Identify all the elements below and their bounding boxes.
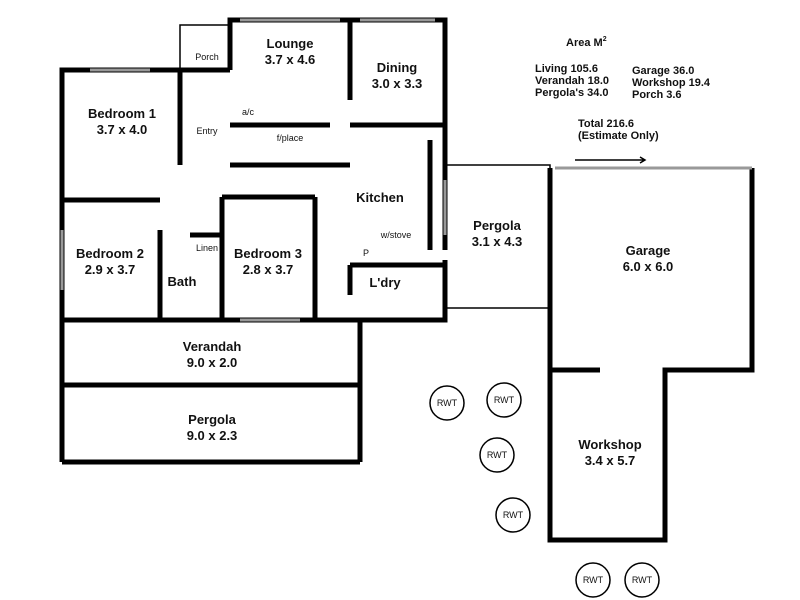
- bedroom3-size: 2.8 x 3.7: [243, 262, 294, 277]
- linen-label: Linen: [196, 243, 218, 253]
- ac-label: a/c: [242, 107, 255, 117]
- area-heading: Area M2: [566, 36, 607, 49]
- rwt-tank: [575, 562, 611, 598]
- workshop-label: Workshop: [578, 437, 641, 452]
- bedroom3-label: Bedroom 3: [234, 246, 302, 261]
- rwt-tank: [624, 562, 660, 598]
- bedroom2-label: Bedroom 2: [76, 246, 144, 261]
- area-total: Total 216.6: [578, 118, 634, 130]
- rwt-tanks: RWT RWT RWT RWT RWT RWT: [429, 382, 660, 598]
- area-right-0: Garage 36.0: [632, 65, 694, 77]
- laundry-label: L'dry: [369, 275, 401, 290]
- rwt-label: RWT: [487, 450, 508, 460]
- lounge-size: 3.7 x 4.6: [265, 52, 316, 67]
- rwt-label: RWT: [632, 575, 653, 585]
- walls: [59, 17, 755, 543]
- dining-label: Dining: [377, 60, 417, 75]
- pergola-side-size: 3.1 x 4.3: [472, 234, 523, 249]
- lounge-label: Lounge: [267, 36, 314, 51]
- area-right-2: Porch 3.6: [632, 89, 682, 101]
- rwt-label: RWT: [503, 510, 524, 520]
- rwt-tank: [479, 437, 515, 473]
- rwt-tank: [486, 382, 522, 418]
- rwt-label: RWT: [494, 395, 515, 405]
- bedroom1-label: Bedroom 1: [88, 106, 156, 121]
- area-note: (Estimate Only): [578, 130, 659, 142]
- pergola-rear-size: 9.0 x 2.3: [187, 428, 238, 443]
- rwt-tank: [495, 497, 531, 533]
- garage-size: 6.0 x 6.0: [623, 259, 674, 274]
- fplace-label: f/place: [277, 133, 304, 143]
- porch-label: Porch: [195, 52, 219, 62]
- kitchen-label: Kitchen: [356, 190, 404, 205]
- pergola-rear-label: Pergola: [188, 412, 236, 427]
- rwt-label: RWT: [583, 575, 604, 585]
- garage-label: Garage: [626, 243, 671, 258]
- area-left-1: Verandah 18.0: [535, 75, 609, 87]
- rwt-label: RWT: [437, 398, 458, 408]
- pergola-side-label: Pergola: [473, 218, 521, 233]
- bedroom2-size: 2.9 x 3.7: [85, 262, 136, 277]
- area-left-2: Pergola's 34.0: [535, 87, 609, 99]
- verandah-size: 9.0 x 2.0: [187, 355, 238, 370]
- area-right-1: Workshop 19.4: [632, 77, 711, 89]
- bedroom1-size: 3.7 x 4.0: [97, 122, 148, 137]
- workshop-size: 3.4 x 5.7: [585, 453, 636, 468]
- dining-size: 3.0 x 3.3: [372, 76, 423, 91]
- bath-label: Bath: [168, 274, 197, 289]
- wstove-label: w/stove: [380, 230, 412, 240]
- area-left-0: Living 105.6: [535, 63, 598, 75]
- rwt-tank: [429, 385, 465, 421]
- pantry-label: P: [363, 248, 369, 258]
- verandah-label: Verandah: [183, 339, 242, 354]
- entry-label: Entry: [196, 126, 218, 136]
